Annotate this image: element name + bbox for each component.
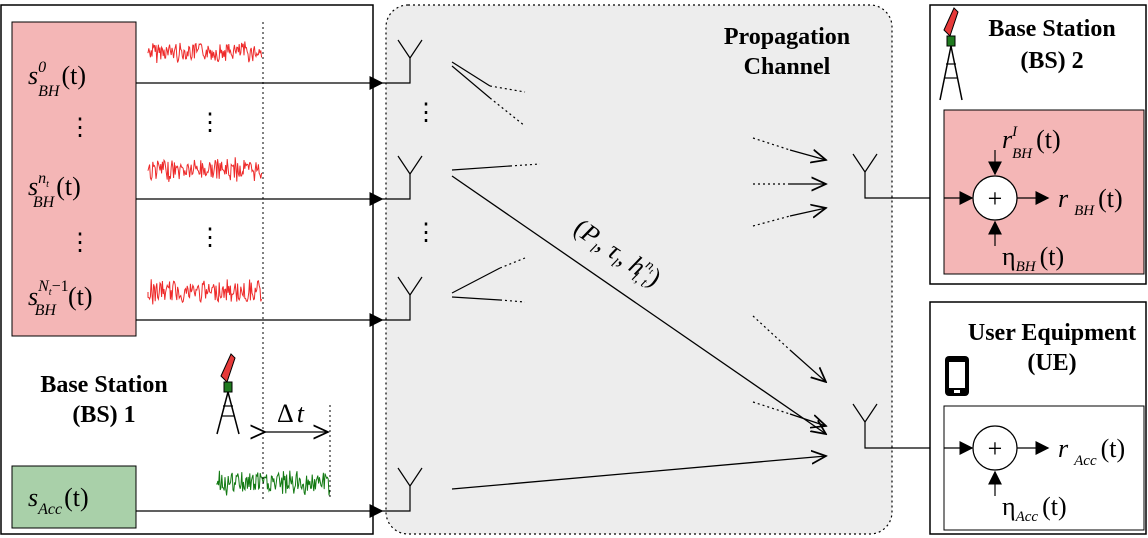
bs1-title-line2: (BS) 1 <box>72 402 135 428</box>
waveform-s0 <box>147 41 263 64</box>
tx-antenna-1 <box>382 155 423 200</box>
bs2-title-line2: (BS) 2 <box>1020 48 1083 74</box>
waveform-sNt <box>147 279 263 305</box>
vdots-1: ⋮ <box>68 115 92 141</box>
tower-icon <box>216 353 240 435</box>
rx-rays-bs2 <box>752 137 826 227</box>
tx-antenna-2 <box>382 276 423 321</box>
tx-antenna-0 <box>382 39 423 84</box>
ue-summer-plus: + <box>988 434 1003 463</box>
tower-icon <box>939 7 963 101</box>
bs2-summer-plus: + <box>988 184 1003 213</box>
phone-icon <box>945 356 969 396</box>
tx-antenna-acc <box>382 467 423 512</box>
signal-label-sacc: sAcc(t) <box>28 483 89 518</box>
channel-title-line1: Propagation <box>724 24 850 50</box>
acc-path-ray <box>451 456 826 490</box>
channel-panel: Propagation Channel ⋮ ⋮ <box>136 4 944 535</box>
main-path-ray <box>451 175 826 434</box>
vdots-tx-2: ⋮ <box>414 220 438 246</box>
rx-rays-ue <box>752 315 826 426</box>
bs1-title-line1: Base Station <box>40 372 167 398</box>
tx-rays <box>451 61 541 303</box>
bs2-title-line1: Base Station <box>988 16 1115 42</box>
waveform-snt <box>147 157 263 182</box>
rx-antenna-bs2 <box>852 153 944 199</box>
bs2-noise-label: ηBH(t) <box>1002 242 1064 275</box>
ue-receiver-block <box>943 405 1145 531</box>
channel-frame <box>385 4 893 535</box>
vdots-wave-2: ⋮ <box>198 225 222 251</box>
rx-antenna-ue <box>852 403 944 449</box>
vdots-2: ⋮ <box>68 230 92 256</box>
vdots-wave-1: ⋮ <box>198 110 222 136</box>
acc-signal-block <box>11 465 137 529</box>
ue-title-line2: (UE) <box>1027 350 1076 376</box>
ue-title-line1: User Equipment <box>968 320 1136 346</box>
waveform-sacc <box>216 470 331 496</box>
channel-title-line2: Channel <box>744 54 831 80</box>
bh-signals-block <box>11 21 137 337</box>
ue-noise-label: ηAcc(t) <box>1002 492 1067 525</box>
vdots-tx-1: ⋮ <box>414 100 438 126</box>
